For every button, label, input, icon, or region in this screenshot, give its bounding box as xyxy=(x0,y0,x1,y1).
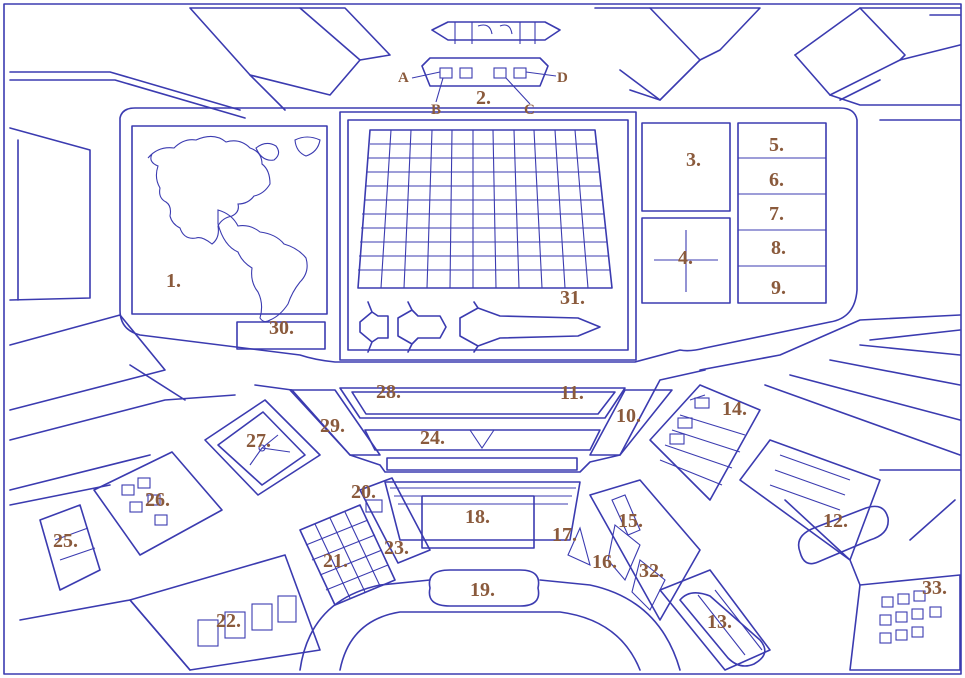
label-6: 6. xyxy=(769,169,784,191)
label-2: 2. xyxy=(476,87,491,109)
right-wall xyxy=(700,120,960,540)
label-28: 28. xyxy=(376,381,401,403)
label-10: 10. xyxy=(616,405,641,427)
label-4: 4. xyxy=(678,247,693,269)
label-19: 19. xyxy=(470,579,495,601)
left-wall xyxy=(10,128,235,505)
label-31: 31. xyxy=(560,287,585,309)
label-32: 32. xyxy=(639,560,664,582)
label-18: 18. xyxy=(465,506,490,528)
label-29: 29. xyxy=(320,415,345,437)
letter-a: A xyxy=(398,70,409,86)
label-17: 17. xyxy=(552,524,577,546)
label-33: 33. xyxy=(922,577,947,599)
label-8: 8. xyxy=(771,237,786,259)
label-16: 16. xyxy=(592,551,617,573)
label-5: 5. xyxy=(769,134,784,156)
label-22: 22. xyxy=(216,610,241,632)
label-23: 23. xyxy=(384,537,409,559)
label-9: 9. xyxy=(771,277,786,299)
label-14: 14. xyxy=(722,398,747,420)
port-c xyxy=(494,68,506,78)
panel-15-16 xyxy=(590,480,700,620)
label-11: 11. xyxy=(560,382,584,404)
port-a xyxy=(440,68,452,78)
label-24: 24. xyxy=(420,427,445,449)
missile-silhouettes xyxy=(360,302,600,352)
port-d xyxy=(514,68,526,78)
label-7: 7. xyxy=(769,203,784,225)
label-12: 12. xyxy=(823,510,848,532)
label-3: 3. xyxy=(686,149,701,171)
letter-c: C xyxy=(524,102,535,118)
panel-12 xyxy=(740,440,880,560)
letter-d: D xyxy=(557,70,568,86)
label-27: 27. xyxy=(246,430,271,452)
label-1: 1. xyxy=(166,270,181,292)
perspective-grid xyxy=(358,130,612,288)
label-25: 25. xyxy=(53,530,78,552)
port-b xyxy=(460,68,472,78)
label-15: 15. xyxy=(618,510,643,532)
world-map xyxy=(148,136,320,321)
main-console xyxy=(120,108,857,362)
label-13: 13. xyxy=(707,611,732,633)
letter-b: B xyxy=(431,102,441,118)
label-30: 30. xyxy=(269,317,294,339)
label-26: 26. xyxy=(145,489,170,511)
label-21: 21. xyxy=(323,550,348,572)
label-20: 20. xyxy=(351,481,376,503)
